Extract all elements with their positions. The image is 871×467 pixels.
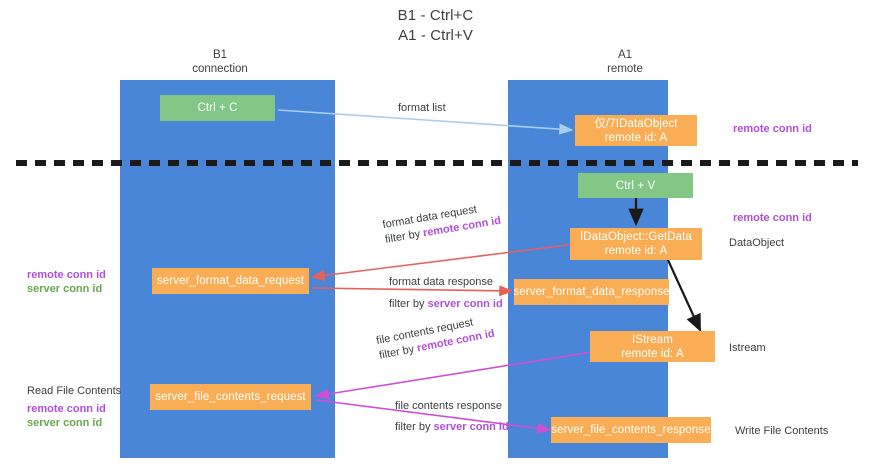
edge-label-format-list-line-1: format list [398, 102, 446, 114]
column-header-b1: B1 connection [130, 48, 310, 76]
edge-label-format-data-request: format data request filter by remote con… [382, 199, 503, 248]
server-conn-id-highlight-2: server conn id [433, 421, 509, 433]
annotation-left-remote-conn-id: remote conn id [27, 269, 106, 281]
node-server-format-data-response-label: server_format_data_response [513, 286, 670, 298]
annotation-right-remote-conn-mid: remote conn id [733, 212, 812, 224]
column-header-b1-name: B1 [212, 49, 228, 61]
node-server-format-data-request-label: server_format_data_request [156, 275, 305, 287]
column-header-a1-name: A1 [617, 49, 633, 61]
node-idataobject[interactable]: 仅/7IDataObject remote id: A [575, 115, 697, 146]
node-idataobject-getdata[interactable]: IDataObject::GetData remote id: A [570, 228, 702, 260]
node-istream[interactable]: IStream remote id: A [590, 331, 715, 362]
column-header-b1-sub: connection [192, 63, 248, 75]
node-istream-line-2: remote id: A [621, 347, 684, 360]
node-server-file-contents-request[interactable]: server_file_contents_request [150, 384, 311, 410]
node-idataobject-line-2: remote id: A [604, 131, 668, 144]
annotation-left-server-conn-id-2: server conn id [27, 417, 103, 429]
node-istream-line-1: IStream [632, 333, 673, 346]
diagram-title: B1 - Ctrl+C A1 - Ctrl+V [0, 6, 871, 46]
filter-by-prefix-4: filter by [395, 421, 434, 433]
annotation-right-istream: Istream [729, 342, 766, 354]
node-getdata-line-2: remote id: A [604, 245, 668, 257]
annotation-left-remote-conn-id-2: remote conn id [27, 403, 106, 415]
node-ctrl-v-label: Ctrl + V [615, 179, 656, 192]
node-server-format-data-response[interactable]: server_format_data_response [513, 279, 670, 305]
node-ctrl-v[interactable]: Ctrl + V [578, 173, 693, 198]
node-server-file-contents-response[interactable]: server_file_contents_response [551, 417, 711, 443]
title-line-1: B1 - Ctrl+C [397, 7, 474, 24]
edge-label-format-data-response-line-1: format data response [389, 276, 493, 288]
edge-label-format-data-response-line-2: filter by server conn id [389, 297, 503, 312]
edge-label-format-list: format list [398, 101, 446, 116]
annotation-left-server-conn-id: server conn id [27, 283, 103, 295]
node-server-format-data-request[interactable]: server_format_data_request [152, 268, 309, 294]
annotation-right-dataobject: DataObject [729, 237, 785, 249]
annotation-left-read-file-contents: Read File Contents [27, 385, 122, 397]
edge-label-file-contents-request: file contents request filter by remote c… [375, 312, 496, 364]
column-header-a1-sub: remote [607, 63, 643, 75]
column-header-a1: A1 remote [535, 48, 715, 76]
edge-label-format-data-response: format data response filter by server co… [389, 275, 503, 312]
node-server-file-contents-request-label: server_file_contents_request [155, 391, 306, 403]
edge-label-file-contents-response: file contents response filter by server … [395, 399, 509, 435]
filter-by-prefix-2: filter by [389, 298, 428, 310]
server-conn-id-highlight: server conn id [427, 298, 503, 310]
edge-label-file-contents-response-line-2: filter by server conn id [395, 420, 509, 435]
title-line-2: A1 - Ctrl+V [398, 27, 473, 44]
node-ctrl-c[interactable]: Ctrl + C [160, 95, 275, 121]
edge-getdata-to-istream [666, 259, 702, 333]
node-getdata-line-1: IDataObject::GetData [580, 231, 692, 243]
annotation-right-remote-conn-top: remote conn id [733, 123, 812, 135]
node-ctrl-c-label: Ctrl + C [197, 102, 238, 114]
node-server-file-contents-response-label: server_file_contents_response [551, 424, 711, 436]
node-idataobject-line-1: 仅/7IDataObject [594, 117, 678, 130]
edge-label-file-contents-response-line-1: file contents response [395, 400, 503, 412]
annotation-right-write-file-contents: Write File Contents [735, 425, 829, 437]
